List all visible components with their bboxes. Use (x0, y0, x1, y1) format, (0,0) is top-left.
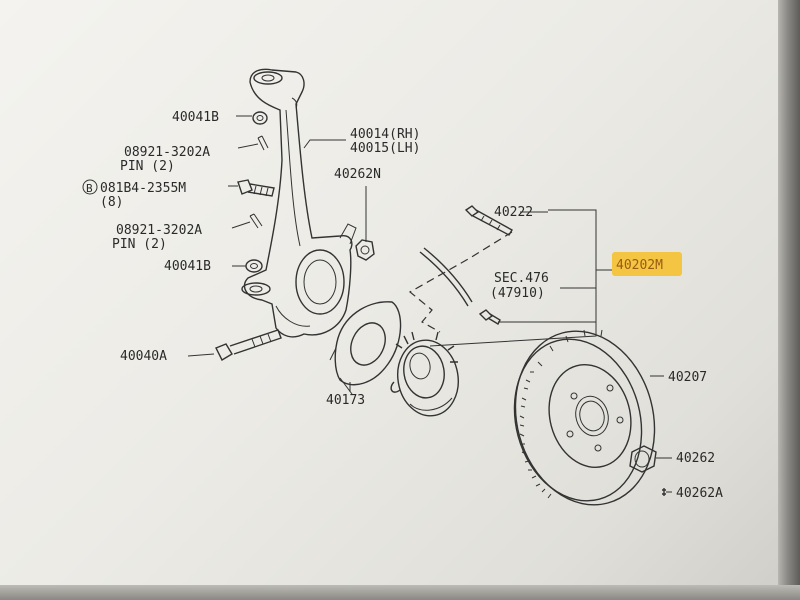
hub-assembly (390, 331, 459, 417)
hose (419, 247, 473, 307)
washer-top (252, 111, 268, 125)
label-knuckle-lh[interactable]: 40015(LH) (350, 141, 420, 156)
label-hub-bolt[interactable]: 40222 (494, 205, 533, 220)
nut-upper (355, 239, 375, 261)
assembly-highlight (612, 252, 682, 276)
label-pin-top-qty: PIN (2) (120, 159, 175, 174)
clip (662, 488, 666, 496)
label-knuckle-rh[interactable]: 40014(RH) (350, 127, 420, 142)
monitor-frame-right (778, 0, 800, 600)
label-washer-bottom[interactable]: 40041B (164, 259, 211, 274)
label-bolt-main[interactable]: 40040A (120, 349, 167, 364)
monitor-frame-bottom (0, 585, 800, 600)
bolt-b (237, 179, 275, 197)
label-section-ref[interactable]: (47910) (490, 286, 545, 301)
leader-lines (187, 115, 672, 493)
label-assembly[interactable]: 40202M (616, 258, 663, 273)
label-rotor[interactable]: 40207 (668, 370, 707, 385)
label-pin-top[interactable]: 08921-3202A (124, 145, 210, 160)
label-bolt-b[interactable]: 081B4-2355M (100, 181, 186, 196)
label-pin-bottom-qty: PIN (2) (112, 237, 167, 252)
label-nut-upper[interactable]: 40262N (334, 167, 381, 182)
cap-nut (629, 445, 657, 473)
washer-bottom (245, 259, 263, 273)
label-baffle[interactable]: 40173 (326, 393, 365, 408)
label-pin-bottom[interactable]: 08921-3202A (116, 223, 202, 238)
label-bolt-b-marker: B (86, 182, 93, 195)
label-bolt-b-qty: (8) (100, 195, 123, 210)
label-clip[interactable]: 40262A (676, 486, 723, 501)
baffle-plate (329, 301, 402, 395)
steering-knuckle (241, 68, 357, 338)
label-washer-top[interactable]: 40041B (172, 110, 219, 125)
pin-bottom (249, 213, 263, 229)
label-section[interactable]: SEC.476 (494, 271, 549, 286)
main-bolt (215, 329, 282, 361)
brake-rotor (513, 329, 656, 506)
label-cap-nut[interactable]: 40262 (676, 451, 715, 466)
bolt-b-marker-circle (82, 179, 98, 195)
pin-top (257, 135, 269, 151)
section-dashed-line (408, 231, 513, 333)
small-bolt (478, 309, 501, 325)
